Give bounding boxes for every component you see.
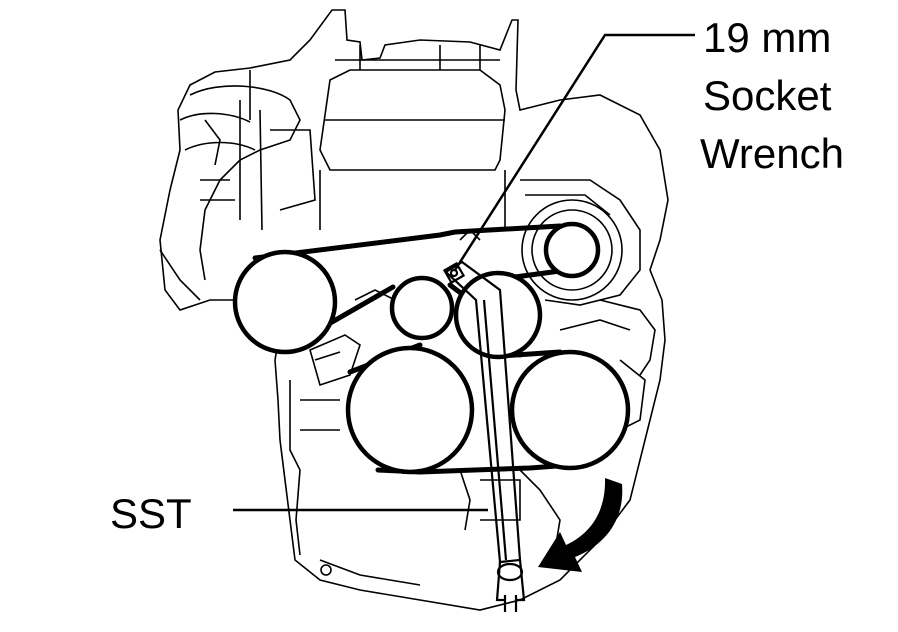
water-pump-pulley: [232, 249, 338, 355]
rotation-arrow: [538, 478, 623, 572]
alternator-pulley: [509, 349, 631, 471]
idler-pulley: [389, 275, 455, 341]
crankshaft-pulley: [345, 345, 475, 475]
callout-leaders: [233, 33, 695, 512]
socket-wrench-label-line3: Wrench: [700, 130, 844, 177]
tensioner-pulley: [453, 270, 543, 360]
pulleys: [232, 199, 631, 475]
sst-label: SST: [110, 490, 192, 537]
socket-wrench-leader: [453, 33, 695, 271]
socket-wrench-label-line2: Socket: [703, 72, 832, 119]
socket-wrench-label-line1: 19 mm: [703, 14, 831, 61]
engine-block-outline: [159, 9, 669, 611]
callout-labels: 19 mm Socket Wrench SST: [110, 14, 844, 537]
upper-idler-pulley: [543, 221, 601, 279]
sst-wrench-bar: [442, 260, 526, 612]
